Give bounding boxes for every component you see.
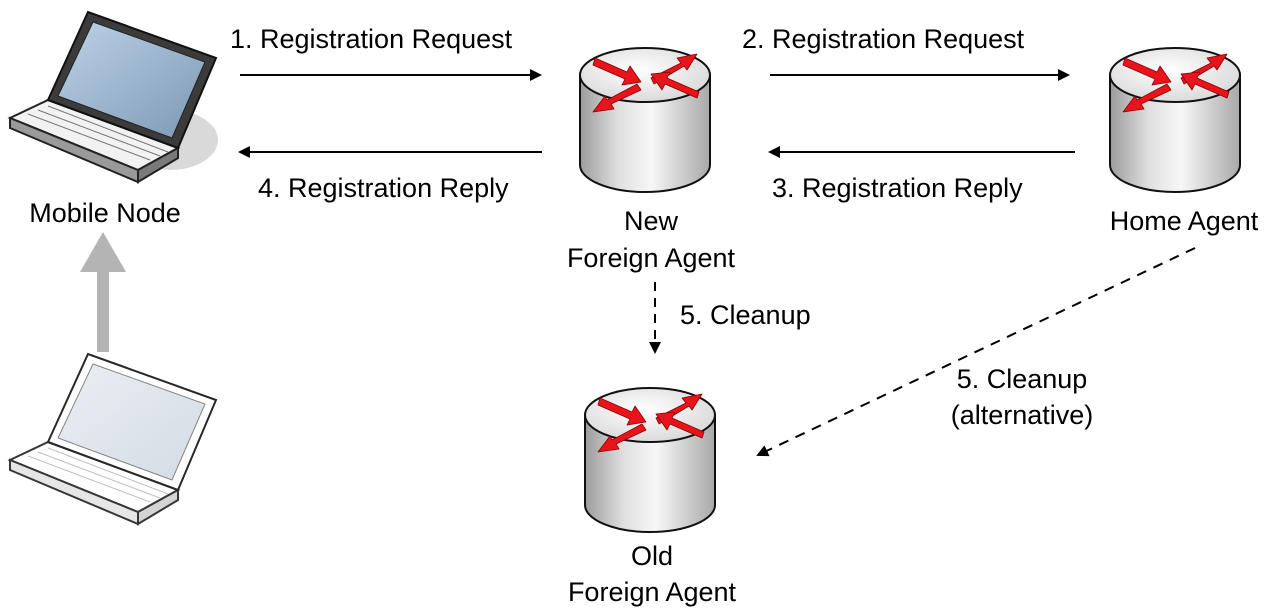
new-foreign-agent-label-line2: Foreign Agent bbox=[567, 243, 736, 273]
old-foreign-agent-label-line1: Old bbox=[631, 541, 673, 571]
step5-alternative-cleanup-arrow bbox=[756, 247, 1196, 457]
previous-position-laptop-icon bbox=[7, 352, 218, 526]
step5-alternative-sublabel: (alternative) bbox=[951, 400, 1094, 430]
step5-alternative-label: 5. Cleanup bbox=[957, 364, 1088, 394]
home-agent-label: Home Agent bbox=[1110, 206, 1259, 236]
mobile-node-laptop-icon bbox=[7, 10, 218, 184]
mobile-node-label: Mobile Node bbox=[29, 198, 181, 228]
home-agent-router-icon bbox=[1109, 47, 1241, 193]
step5-label: 5. Cleanup bbox=[680, 300, 811, 330]
old-foreign-agent-router-icon bbox=[584, 387, 716, 533]
old-foreign-agent-label-line2: Foreign Agent bbox=[568, 577, 737, 607]
movement-arrow bbox=[80, 232, 126, 352]
step4-label: 4. Registration Reply bbox=[258, 173, 509, 203]
new-foreign-agent-router-icon bbox=[579, 47, 711, 193]
step1-label: 1. Registration Request bbox=[230, 24, 513, 54]
step2-label: 2. Registration Request bbox=[742, 24, 1025, 54]
new-foreign-agent-label-line1: New bbox=[624, 206, 679, 236]
step3-label: 3. Registration Reply bbox=[772, 173, 1023, 203]
